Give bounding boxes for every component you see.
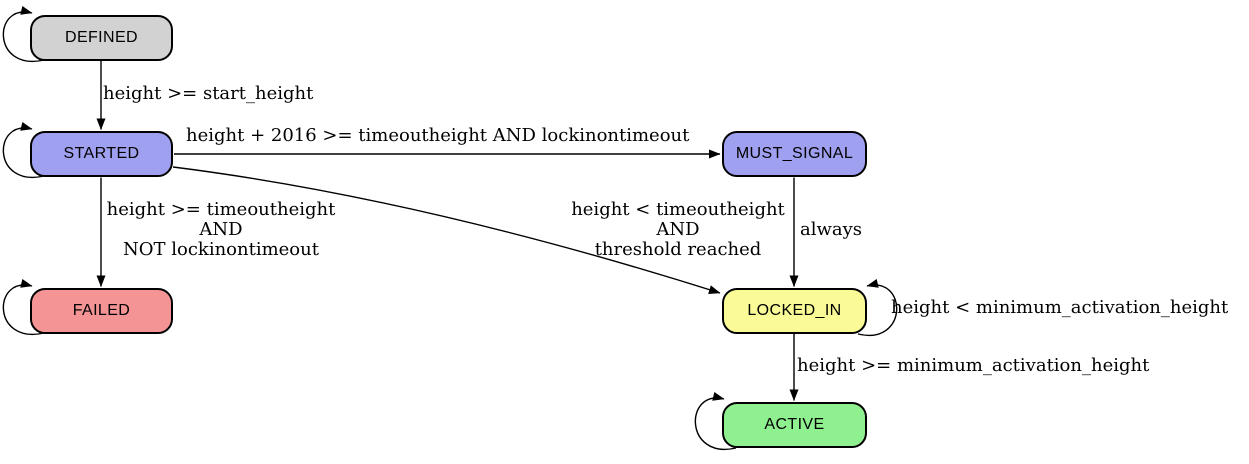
node-locked-in: LOCKED_IN (722, 288, 867, 334)
edge-label-line: NOT lockinontimeout (123, 239, 319, 260)
edge-label-locked-in-self-loop: height < minimum_activation_height (891, 297, 1229, 318)
edge-label-started-to-must-signal: height + 2016 >= timeoutheight AND locki… (186, 125, 690, 146)
node-started: STARTED (30, 131, 173, 177)
node-failed: FAILED (30, 288, 173, 334)
edge-label-line: height >= timeoutheight (106, 199, 336, 220)
self-loop-locked-in (857, 279, 898, 337)
edge-label-line: height < timeoutheight (571, 199, 785, 220)
edge-label-must-signal-to-locked-in: always (800, 219, 863, 240)
edge-label-defined-to-started: height >= start_height (103, 83, 314, 104)
edge-label-started-to-locked-in: height < timeoutheight AND threshold rea… (553, 200, 803, 260)
edge-label-line: AND (199, 219, 243, 240)
self-loop-defined (2, 5, 45, 63)
edge-label-started-to-failed: height >= timeoutheight AND NOT lockinon… (96, 200, 346, 260)
edge-label-locked-in-to-active: height >= minimum_activation_height (797, 355, 1150, 376)
edge-started-to-locked-in (172, 166, 721, 294)
node-active: ACTIVE (722, 402, 867, 448)
edge-label-line: threshold reached (594, 239, 762, 260)
edge-label-line: AND (656, 219, 700, 240)
self-loop-failed (2, 278, 45, 336)
self-loop-started (2, 121, 45, 179)
self-loop-active (694, 391, 737, 451)
node-must-signal: MUST_SIGNAL (722, 131, 867, 177)
node-defined: DEFINED (30, 15, 173, 61)
